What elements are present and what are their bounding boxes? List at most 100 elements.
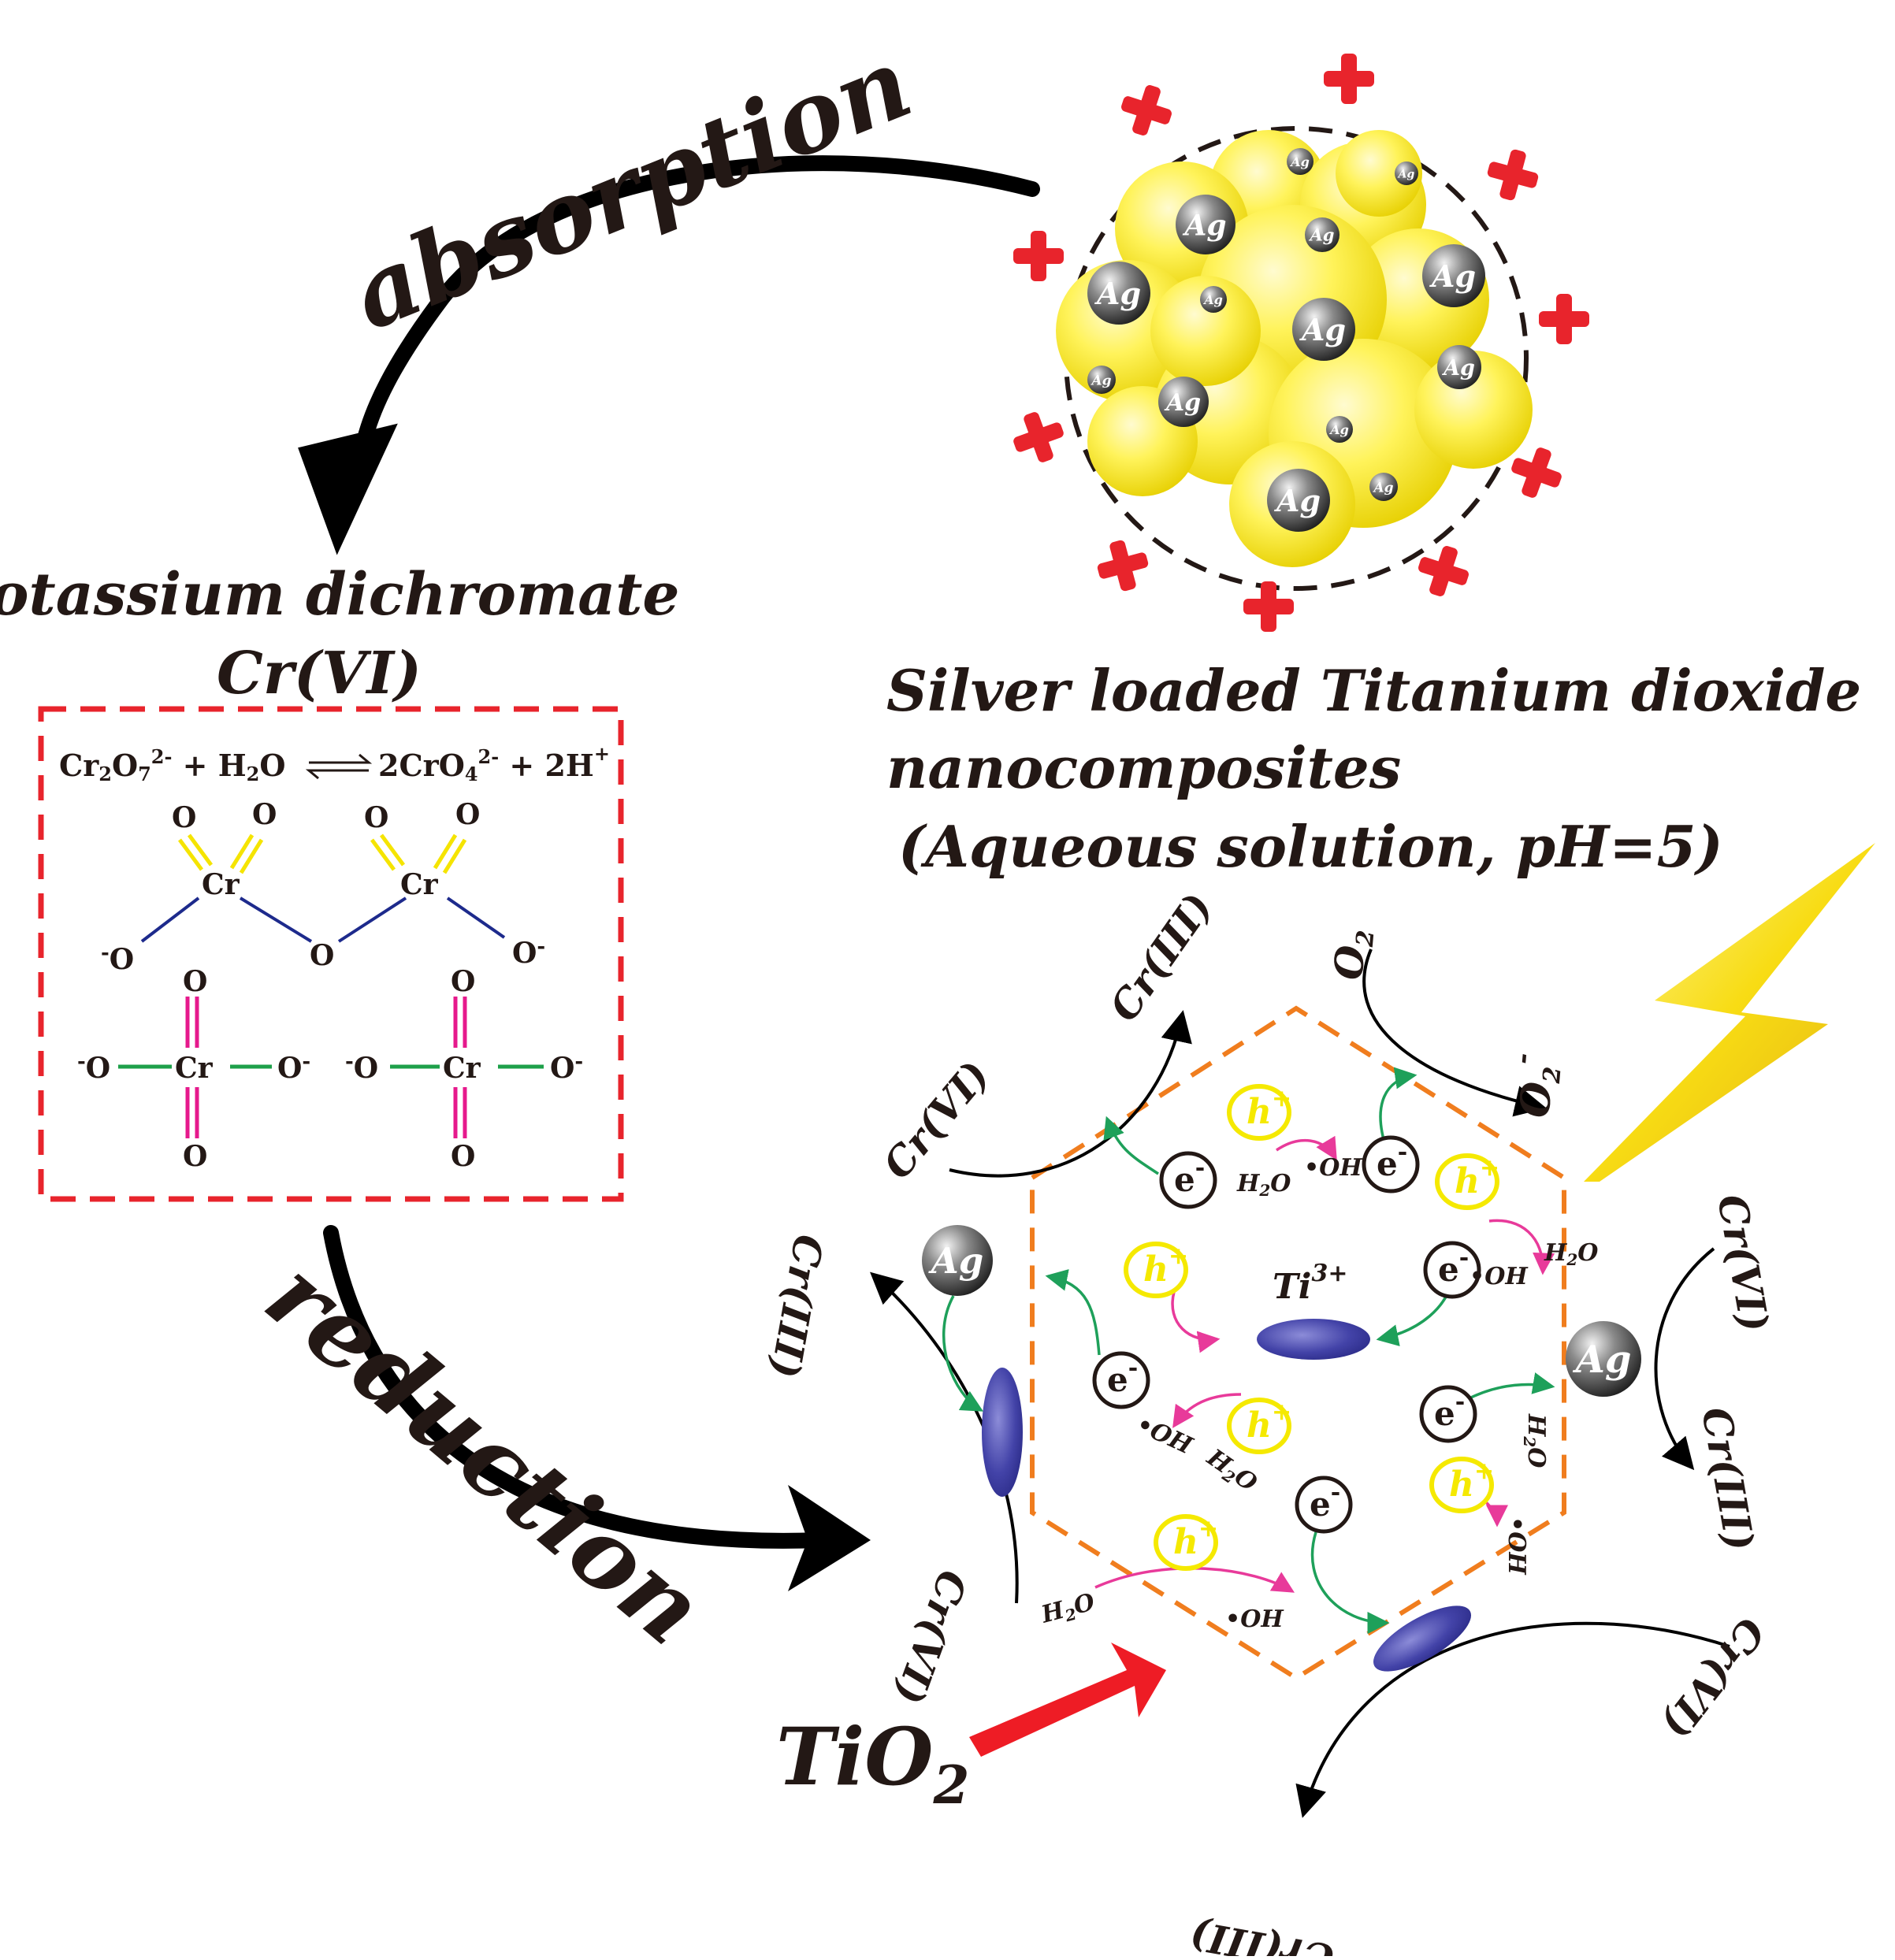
water-radical-labels: H2O •OH •OH H2O •OH H2O H2O •OH H2O •OH [1038, 1154, 1598, 1633]
ag-particle: Ag [1422, 244, 1485, 307]
cr-iii-label-left: Cr(III) [761, 1231, 832, 1382]
dichromate-structure: O O Cr O O Cr -O O O- [101, 798, 545, 976]
svg-text:e-: e- [1107, 1354, 1138, 1399]
ag-particle: Ag [1087, 262, 1150, 325]
svg-text:-O: -O [77, 1050, 110, 1085]
svg-text:O-: O- [277, 1050, 310, 1085]
svg-text:2CrO42- + 2H+: 2CrO42- + 2H+ [378, 742, 610, 785]
svg-text:O: O [451, 965, 475, 998]
reduction-label: reduction [245, 1238, 725, 1667]
ti3-traps [982, 1319, 1471, 1672]
potassium-dichromate-title: Potassium dichromate [0, 561, 680, 629]
hole-icon: h+ [1124, 1242, 1188, 1298]
ag-label: Ag [1429, 258, 1476, 294]
svg-text:h+: h+ [1247, 1085, 1291, 1132]
ag-label: Ag [1202, 292, 1223, 307]
ti3-trap-bottom [1373, 1605, 1471, 1672]
tio2-label: TiO2 [776, 1710, 969, 1816]
ag-particle: Ag [1176, 195, 1235, 254]
ag-label: Ag [928, 1240, 983, 1282]
ag-particle: Ag [1087, 366, 1116, 394]
ag-particle: Ag [1326, 416, 1353, 443]
svg-text:h+: h+ [1247, 1398, 1291, 1446]
svg-text:-O: -O [345, 1050, 378, 1085]
ag-particle: Ag [1287, 148, 1313, 175]
ag-label: Ag [1090, 373, 1111, 388]
svg-text:h+: h+ [1143, 1242, 1188, 1290]
equilibrium-arrow [305, 753, 373, 780]
ag-label: Ag [1573, 1338, 1632, 1382]
svg-text:O-: O- [550, 1050, 583, 1085]
light-bolt-icon [1584, 843, 1875, 1182]
positive-charge-icon [1511, 447, 1562, 498]
ag-particle: Ag [1158, 377, 1209, 427]
cr-iii-label-top: Cr(III) [1100, 885, 1221, 1030]
ag-particle: Ag [922, 1225, 993, 1296]
electron-icon: e- [1159, 1151, 1217, 1209]
svg-text:•OH: •OH [1304, 1154, 1363, 1182]
crvi-title: Cr(VI) [217, 640, 422, 707]
superoxide-label: O2- [1502, 1052, 1568, 1120]
absorption-arrow [298, 155, 1040, 555]
hole-icon: h+ [1429, 1457, 1494, 1513]
chromate-structures: O Cr O -O O- O Cr O -O O- [77, 965, 583, 1173]
ag-particle: Ag [1200, 286, 1227, 313]
positive-charge-icon [1418, 546, 1469, 596]
ag-label: Ag [1274, 483, 1321, 518]
svg-text:-O: -O [101, 941, 134, 976]
positive-charge-icon [1121, 85, 1172, 135]
svg-text:h+: h+ [1449, 1457, 1494, 1505]
svg-text:O: O [183, 1140, 207, 1173]
dichromate-dashed-box [38, 706, 624, 1202]
svg-text:H2O: H2O [1544, 1239, 1598, 1269]
positive-charge-icon [1243, 581, 1294, 632]
positive-charge-icon [1013, 231, 1064, 281]
positive-charge-icon [1487, 149, 1539, 201]
hole-icon: h+ [1227, 1398, 1291, 1454]
svg-text:Cr: Cr [443, 1052, 481, 1085]
svg-text:e-: e- [1377, 1138, 1407, 1183]
svg-text:O: O [252, 798, 277, 831]
ag-particle: Ag [1305, 217, 1340, 252]
silver-title-line2: nanocomposites [886, 734, 1401, 801]
hole-icon: h+ [1154, 1514, 1218, 1571]
svg-text:O: O [183, 965, 207, 998]
electrons: e-e-e-e-e-e- [1092, 1135, 1481, 1534]
svg-text:•OH: •OH [1132, 1411, 1198, 1461]
hole-icon: h+ [1435, 1153, 1499, 1210]
ag-label: Ag [1328, 422, 1349, 437]
svg-text:O-: O- [512, 935, 545, 970]
svg-text:H2O: H2O [1236, 1170, 1291, 1200]
svg-text:O: O [451, 1140, 475, 1173]
ti3-trap-center [1257, 1319, 1370, 1360]
cr-vi-label-top-left: Cr(VI) [874, 1052, 998, 1187]
ag-label: Ag [1397, 168, 1415, 180]
ag-label: Ag [1441, 356, 1475, 380]
svg-text:O: O [310, 939, 334, 972]
svg-text:Cr2O72- + H2O: Cr2O72- + H2O [59, 745, 285, 785]
ti3-trap-left [982, 1368, 1023, 1497]
svg-text:O: O [172, 801, 196, 834]
ag-particle: Ag [1369, 473, 1398, 501]
svg-text:Cr: Cr [400, 868, 439, 901]
svg-text:•OH: •OH [1470, 1263, 1529, 1290]
svg-text:h+: h+ [1455, 1154, 1499, 1201]
ag-label: Ag [1309, 225, 1335, 245]
ag-particle: Ag [1395, 161, 1418, 185]
ag-particle: Ag [1267, 469, 1330, 532]
ti3-label: Ti3+ [1273, 1260, 1347, 1307]
ag-particle: Ag [1292, 298, 1355, 361]
ag-label: Ag [1094, 276, 1141, 311]
absorption-label: absorption [336, 26, 927, 353]
hole-icon: h+ [1227, 1084, 1291, 1141]
ag-particle: Ag [1566, 1321, 1641, 1397]
cr-iii-label-right: Cr(III) [1692, 1404, 1763, 1554]
positive-charge-icon [1013, 412, 1064, 462]
svg-text:•OH: •OH [1225, 1605, 1284, 1633]
ag-label: Ag [1372, 480, 1393, 496]
